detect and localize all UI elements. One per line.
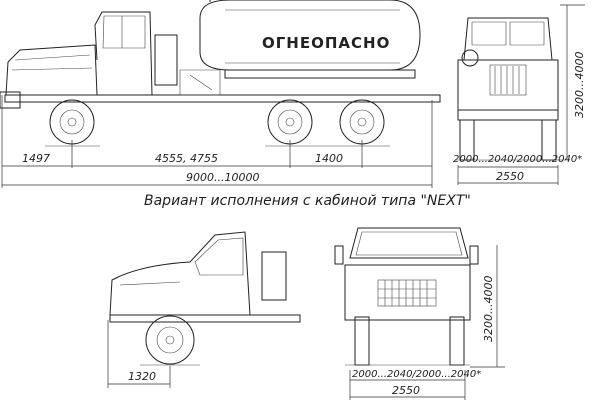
side-view-dimensions: 1497 4555, 4755 1400 9000...10000 [1,95,433,188]
dim-height: 3200...4000 [573,52,586,118]
dim-wheelbase: 4555, 4755 [155,152,218,165]
front-wheel [49,99,95,145]
dim-next-track: 2000...2040/2000...2040* [352,369,481,380]
dim-next-front-overhang: 1320 [128,370,156,383]
dim-track: 2000...2040/2000...2040* [453,154,582,165]
dim-next-width: 2550 [392,384,420,397]
next-side-view-truck [109,231,301,366]
next-side-dimensions: 1320 [107,320,171,388]
dim-next-height: 3200...4000 [482,276,495,342]
rear-wheel-2 [339,99,385,145]
tank-warning-label: ОГНЕОПАСНО [262,34,390,52]
variant-caption: Вариант исполнения с кабиной типа "NEXT" [144,193,471,209]
front-view-truck [455,17,565,161]
dim-front-overhang: 1497 [22,152,50,165]
rear-wheel-1 [267,99,313,145]
front-view-dimensions: 2000...2040/2000...2040* 2550 3200...400… [453,4,586,185]
dim-width: 2550 [496,170,524,183]
next-front-view-truck [334,227,479,366]
next-front-wheel [145,315,195,365]
dim-overall-length: 9000...10000 [186,171,259,184]
side-view-truck: ОГНЕОПАСНО [0,0,441,147]
dim-axle-spacing: 1400 [315,152,343,165]
next-front-dimensions: 2000...2040/2000...2040* 2550 3200...400… [349,245,505,400]
